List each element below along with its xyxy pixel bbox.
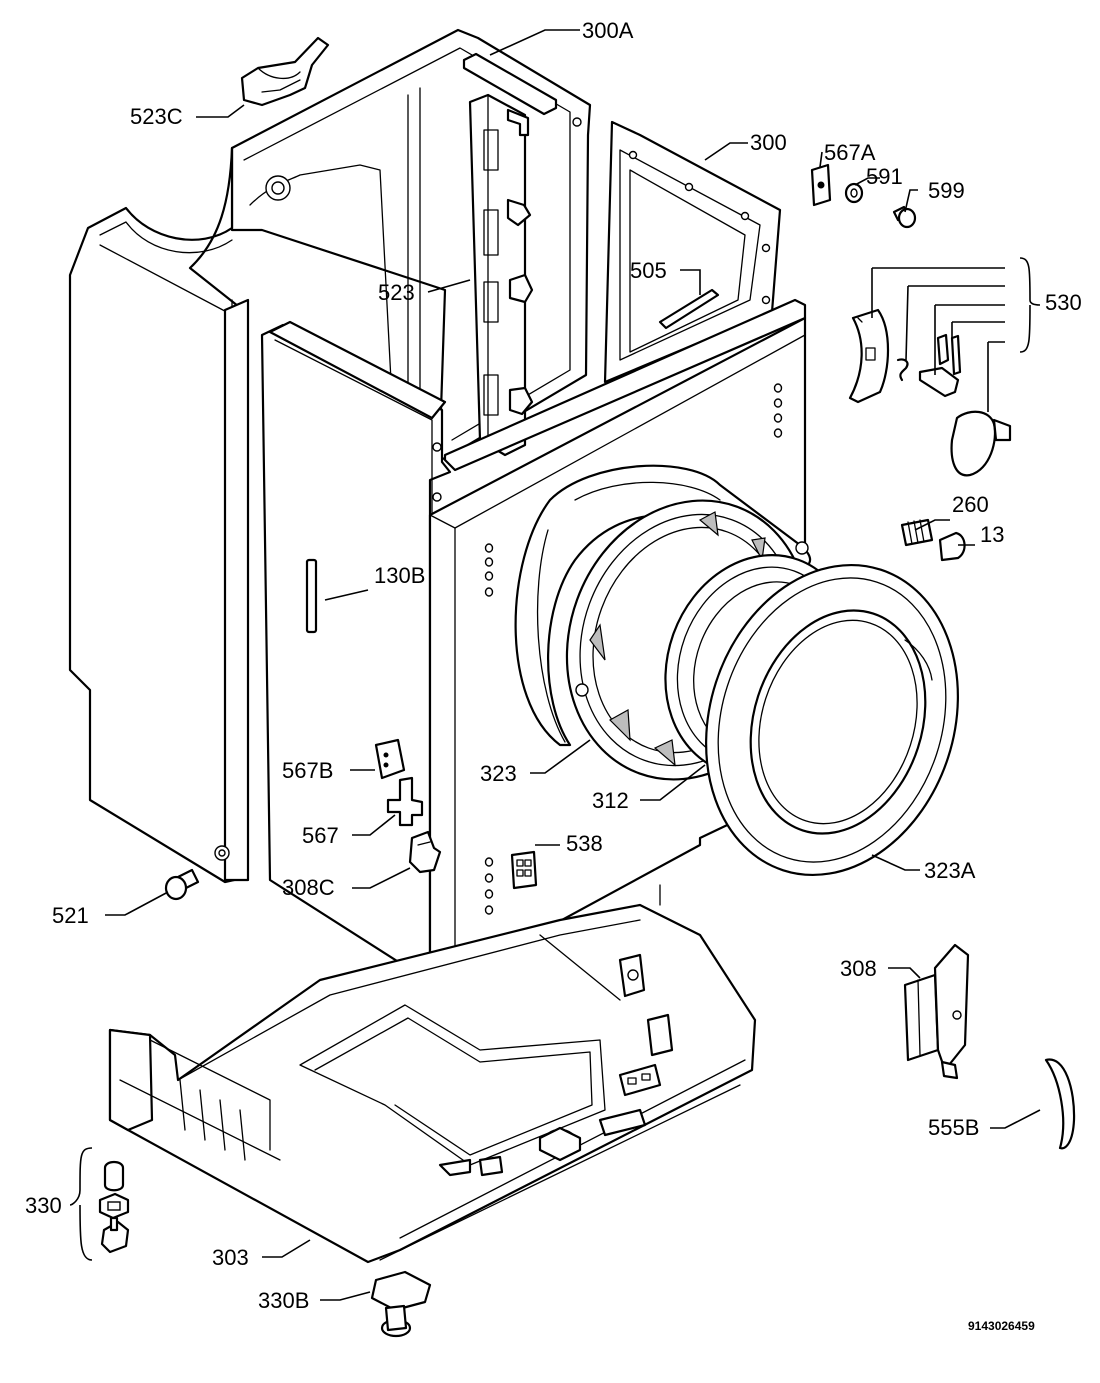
left-side-panel	[68, 146, 250, 884]
screw-521	[164, 868, 200, 901]
label-312: 312	[592, 788, 629, 813]
label-523: 523	[378, 280, 415, 305]
cover-555b	[1044, 1058, 1076, 1150]
part-567a	[810, 163, 832, 207]
label-130b: 130B	[374, 563, 425, 588]
label-323a: 323A	[924, 858, 976, 883]
clip-523c	[240, 36, 330, 107]
screw-599	[892, 205, 917, 229]
spring-260	[900, 518, 934, 547]
label-505: 505	[630, 258, 667, 283]
label-538: 538	[566, 831, 603, 856]
label-567b: 567B	[282, 758, 333, 783]
label-13: 13	[980, 522, 1004, 547]
washer-591	[844, 182, 864, 204]
foot-330b	[370, 1270, 432, 1338]
vent-holes-lower-left	[484, 857, 494, 915]
foot-parts-330	[98, 1160, 130, 1254]
label-300a: 300A	[582, 18, 634, 43]
part-538	[510, 850, 538, 890]
drawing-number: 9143026459	[968, 1319, 1035, 1333]
slot-130b	[305, 558, 318, 634]
right-panel-300	[603, 120, 782, 384]
label-567: 567	[302, 823, 339, 848]
label-323: 323	[480, 761, 517, 786]
label-523c: 523C	[130, 104, 183, 129]
label-330: 330	[25, 1193, 62, 1218]
label-308c: 308C	[282, 875, 335, 900]
label-308: 308	[840, 956, 877, 981]
leader-lines	[69, 29, 1041, 1301]
label-300: 300	[750, 130, 787, 155]
vent-holes-right	[773, 383, 783, 438]
button-13	[938, 531, 966, 562]
vent-holes-upper-left	[484, 543, 494, 597]
label-521: 521	[52, 903, 89, 928]
label-530: 530	[1045, 290, 1082, 315]
door-323a	[705, 563, 959, 877]
label-599: 599	[928, 178, 965, 203]
hinge-308	[903, 943, 970, 1080]
bracket-strip-523	[468, 93, 534, 457]
label-260: 260	[952, 492, 989, 517]
label-591: 591	[866, 164, 903, 189]
label-555b: 555B	[928, 1115, 979, 1140]
callout-labels: 300A 523C 300 567A 591 599 523 505 530 2…	[25, 18, 1082, 1333]
part-567b	[374, 738, 406, 780]
label-330b: 330B	[258, 1288, 309, 1313]
part-567	[386, 776, 424, 827]
part-308c	[408, 830, 442, 874]
base-frame-303	[108, 884, 757, 1264]
label-567a: 567A	[824, 140, 876, 165]
label-303: 303	[212, 1245, 249, 1270]
handle-assembly-530	[848, 308, 1012, 477]
